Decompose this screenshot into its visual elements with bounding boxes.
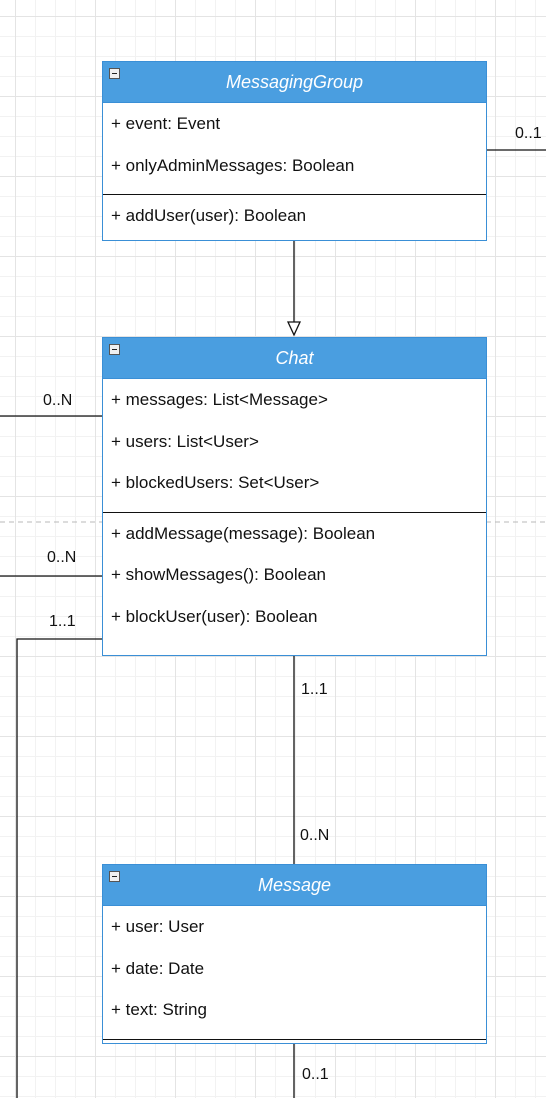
class-header[interactable]: MessagingGroup	[103, 62, 486, 103]
class-header[interactable]: Message	[103, 865, 486, 906]
method-row[interactable]: + addUser(user): Boolean	[111, 206, 307, 225]
multiplicity-chat-left-bottom: 1..1	[49, 613, 76, 630]
class-name: MessagingGroup	[225, 71, 364, 92]
attribute-row[interactable]: + blockedUsers: Set<User>	[111, 473, 320, 492]
attribute-row[interactable]: + user: User	[111, 917, 205, 936]
attribute-row[interactable]: + messages: List<Message>	[111, 390, 328, 409]
multiplicity-chat-bottom: 1..1	[301, 681, 328, 698]
generalization-arrowhead	[286, 321, 302, 337]
multiplicity-chat-left-middle: 0..N	[47, 549, 77, 566]
attribute-row[interactable]: + date: Date	[111, 958, 205, 978]
section-divider	[103, 511, 486, 513]
attribute-row[interactable]: + text: String	[111, 1000, 207, 1019]
multiplicity-message-bottom: 0..1	[302, 1066, 329, 1083]
collapse-icon[interactable]	[109, 871, 120, 882]
method-row[interactable]: + blockUser(user): Boolean	[111, 606, 318, 626]
section-divider	[103, 1038, 486, 1040]
chat-left-bottom-edge[interactable]	[16, 638, 103, 1098]
class-messaging-group[interactable]: MessagingGroup + event: Event + onlyAdmi…	[102, 61, 487, 241]
attribute-row[interactable]: + onlyAdminMessages: Boolean	[111, 155, 355, 175]
method-row[interactable]: + showMessages(): Boolean	[111, 565, 326, 584]
multiplicity-message-top: 0..N	[300, 827, 330, 844]
class-name: Chat	[275, 347, 314, 368]
multiplicity-group-right: 0..1	[515, 125, 542, 142]
collapse-icon[interactable]	[109, 68, 120, 79]
class-message[interactable]: Message + user: User + date: Date + text…	[102, 864, 487, 1044]
class-chat[interactable]: Chat + messages: List<Message> + users: …	[102, 337, 487, 656]
section-divider	[103, 194, 486, 195]
collapse-icon[interactable]	[109, 344, 120, 355]
attribute-row[interactable]: + users: List<User>	[111, 431, 259, 451]
class-header[interactable]: Chat	[103, 338, 486, 379]
attribute-row[interactable]: + event: Event	[111, 114, 221, 133]
multiplicity-chat-left-top: 0..N	[43, 392, 73, 409]
method-row[interactable]: + addMessage(message): Boolean	[111, 523, 376, 543]
class-name: Message	[257, 874, 332, 895]
